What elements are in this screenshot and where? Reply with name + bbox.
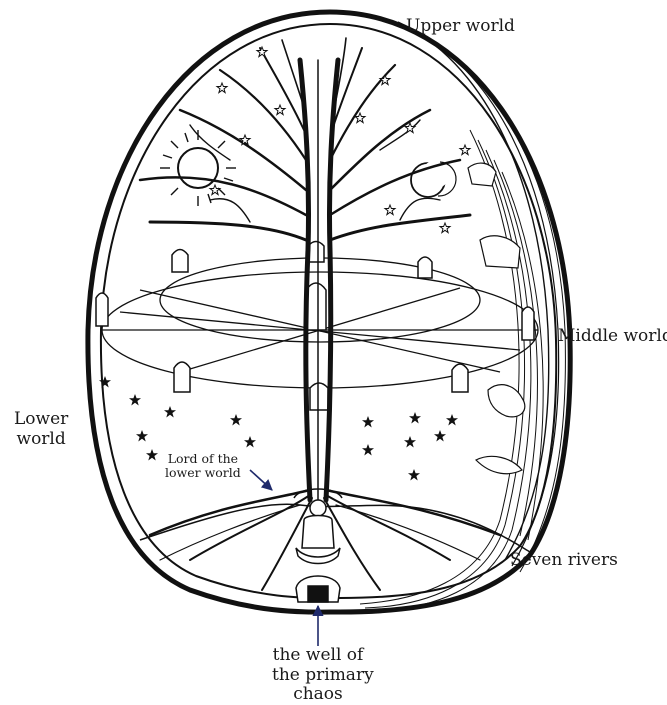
lord-arrow — [250, 470, 272, 490]
lower-world-label: Lower world — [14, 410, 68, 449]
upper-world-label: Upper world — [406, 17, 515, 37]
well-line2: the primary — [272, 666, 364, 686]
lower-world-stars — [99, 376, 458, 481]
sun-icon — [160, 130, 236, 206]
underworld-ground — [140, 504, 530, 552]
well-label: the well of the primary chaos — [272, 646, 364, 705]
lower-world-line2: world — [14, 430, 68, 450]
well-line3: chaos — [272, 685, 364, 705]
lord-line2: lower world — [165, 466, 241, 480]
lord-label: Lord of the lower world — [163, 452, 243, 481]
well-line1: the well of — [272, 646, 364, 666]
seven-rivers-label: Seven rivers — [510, 551, 618, 571]
lord-line1: Lord of the — [165, 452, 241, 466]
middle-world-label: Middle world — [558, 327, 667, 347]
standing-stones — [96, 242, 534, 411]
primary-chaos-well — [296, 576, 340, 602]
lower-world-line1: Lower — [14, 410, 68, 430]
